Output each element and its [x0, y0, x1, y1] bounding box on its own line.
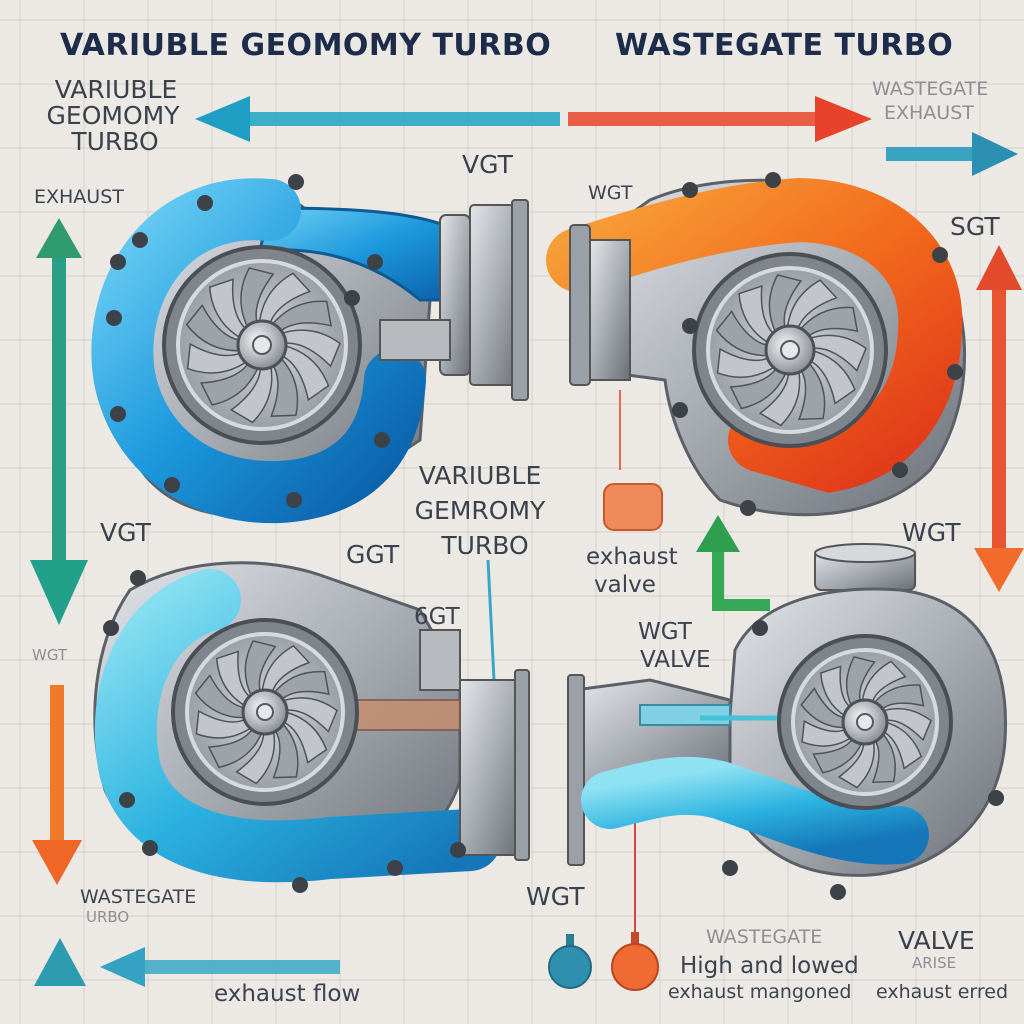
turbine-blade [758, 367, 801, 427]
turbine-blade [812, 737, 864, 774]
label-valve-br-sub: ARISE [912, 954, 957, 972]
bottom-teal-arrow [100, 947, 340, 987]
turbine-blade [805, 334, 867, 372]
orange-valve-block [603, 483, 663, 531]
turbine-blade [235, 729, 276, 785]
teal-bulb-icon [548, 934, 592, 989]
label-exhaust-valve-2: valve [594, 572, 656, 598]
label-center-turbo: TURBO [441, 531, 529, 560]
turbine-blade [281, 711, 328, 764]
turbine-blade [280, 697, 338, 733]
top-teal-arrow [195, 96, 560, 142]
turbine-blade [278, 344, 330, 402]
label-exhaust-flow: exhaust flow [214, 981, 361, 1007]
turbine-blade [258, 272, 312, 328]
title-wastegate: WASTEGATE TURBO [615, 28, 954, 63]
label-vgt-left: VGT [100, 518, 151, 547]
turbine-blade [185, 304, 244, 352]
turbine-blade [277, 329, 341, 368]
turbine-blade [837, 739, 875, 789]
label-turbo: TURBO [71, 127, 159, 156]
turbine-blade [880, 707, 932, 742]
label-exhaust-br: exhaust erred [876, 981, 1009, 1003]
turbine-blade [272, 670, 330, 702]
label-wgt-valve-1: WGT [638, 619, 692, 645]
label-wastegate-bottom-2: URBO [86, 908, 130, 926]
label-exhaust-valve-1: exhaust [586, 544, 678, 570]
label-geomomy: GEOMOMY [46, 101, 180, 130]
turbine-blade [797, 306, 859, 340]
turbine-blade [240, 267, 275, 331]
turbine-blade [881, 721, 923, 770]
label-variuble: VARIUBLE [54, 75, 178, 104]
left-orange-arrow [32, 685, 82, 885]
turbine-blade [716, 347, 778, 378]
label-sgt: SGT [950, 212, 1000, 241]
label-center-gemromy: GEMROMY [414, 496, 546, 525]
left-green-arrow [30, 218, 88, 625]
turbine-blade [800, 687, 847, 729]
label-vgt-top: VGT [462, 150, 513, 179]
label-wastegate-top: WASTEGATE [872, 78, 989, 100]
label-wgt-bottom: WGT [526, 882, 585, 911]
turbine-blade [806, 349, 856, 405]
turbine-blade [208, 278, 249, 341]
right-teal-arrow [886, 132, 1018, 176]
turbine-blade [738, 284, 777, 346]
green-l-arrow [696, 515, 770, 611]
turbine-blade [786, 279, 838, 333]
legend-line-1: High and lowed [680, 953, 859, 979]
turbine-blade [797, 359, 826, 421]
label-6gt: 6GT [414, 604, 460, 630]
label-exhaust: EXHAUST [34, 186, 124, 208]
orange-bulb-icon [611, 932, 659, 991]
turbo-top-right [546, 172, 967, 517]
turbine-blade [195, 709, 253, 739]
turbine-blade [819, 665, 852, 718]
label-wgt-right: WGT [902, 518, 961, 547]
turbine-blade [768, 274, 803, 336]
turbine-blade [801, 719, 853, 747]
guide-line [486, 559, 496, 681]
turbo-top-left [91, 174, 529, 524]
turbine-blade [244, 640, 277, 698]
turbine-blade [229, 362, 273, 424]
label-ggt: GGT [346, 540, 400, 569]
turbine-blade [261, 644, 311, 695]
turbine-blade [207, 727, 264, 769]
turbine-blade [871, 731, 896, 784]
turbine-blade [269, 300, 333, 335]
legend-line-2: exhaust mangoned [668, 981, 852, 1003]
turbine-blade [199, 360, 261, 406]
label-exhaust-top: EXHAUST [884, 102, 974, 124]
label-wgt-valve-2: VALVE [640, 647, 711, 673]
turbo-bottom-right [567, 543, 1008, 900]
turbine-blade [215, 650, 252, 708]
turbine-blade [272, 721, 299, 779]
turbine-blade [270, 354, 299, 417]
right-red-arrow [974, 245, 1024, 592]
label-wastegate-ghost: WASTEGATE [706, 926, 823, 948]
teal-triangle [34, 938, 86, 986]
turbine-blade [872, 684, 925, 712]
label-wastegate-bottom-1: WASTEGATE [80, 886, 197, 908]
turbo-bottom-left [93, 561, 530, 893]
turbine-blade [729, 365, 789, 410]
turbine-blade [845, 656, 876, 708]
turbine-blade [194, 674, 247, 719]
label-center-variuble: VARIUBLE [418, 461, 542, 490]
label-wgt-small: WGT [588, 182, 633, 204]
label-wgt-left-small: WGT [32, 646, 68, 664]
turbine-blade [715, 310, 772, 357]
turbine-blade [861, 660, 907, 705]
turbine-blade [186, 342, 250, 374]
title-vgt: VARIUBLE GEOMOMY TURBO [60, 28, 552, 63]
top-red-arrow [568, 96, 872, 142]
label-valve-br: VALVE [898, 926, 975, 955]
